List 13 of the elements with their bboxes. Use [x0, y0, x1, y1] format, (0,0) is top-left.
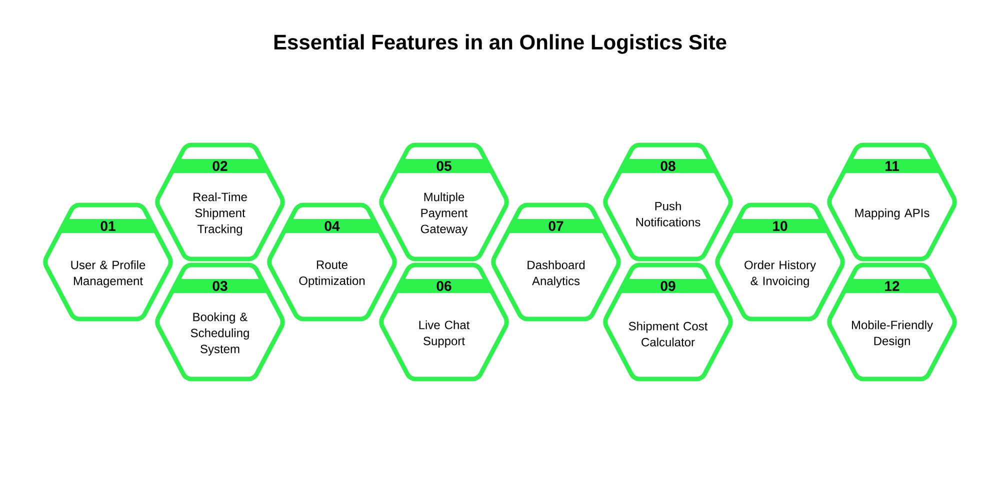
- hexagon-card: 03 Booking & Scheduling System: [155, 262, 285, 382]
- hexagon-card: 12 Mobile-Friendly Design: [827, 262, 957, 382]
- hexagon-card: 11 Mapping APIs: [827, 142, 957, 262]
- hexagon-card: 10 Order History & Invoicing: [715, 202, 845, 322]
- hexagon-card: 09 Shipment Cost Calculator: [603, 262, 733, 382]
- hexagon-card: 04 Route Optimization: [267, 202, 397, 322]
- hexagon-card: 02 Real-Time Shipment Tracking: [155, 142, 285, 262]
- hexagon-card: 06 Live Chat Support: [379, 262, 509, 382]
- hexagon-card: 01 User & Profile Management: [43, 202, 173, 322]
- title: Essential Features in an Online Logistics Site: [274, 34, 726, 54]
- hexagon-card: 07 Dashboard Analytics: [491, 202, 621, 322]
- hexagon-card: 08 Push Notifications: [603, 142, 733, 262]
- hexagon-card: 05 Multiple Payment Gateway: [379, 142, 509, 262]
